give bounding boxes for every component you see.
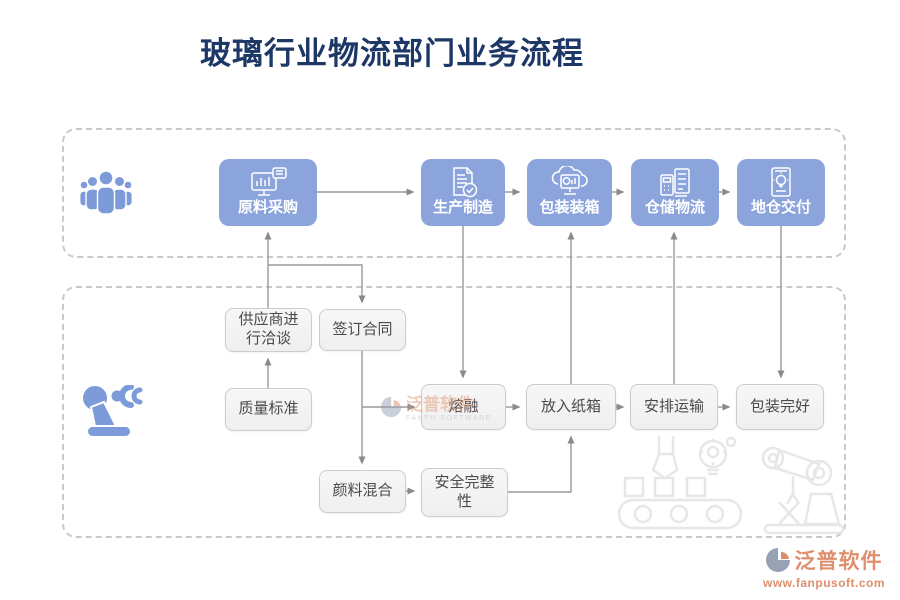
calculator-list-icon: [631, 166, 719, 200]
top-lane-container: [62, 128, 846, 258]
document-bulb-icon: [737, 166, 825, 200]
step-warehouse-logistics: 仓储物流: [631, 159, 719, 226]
team-group-icon: [79, 170, 133, 215]
step-packing: 包装装箱: [527, 159, 612, 226]
task-label: 供应商进行洽谈: [238, 311, 299, 347]
bottom-lane-container: [62, 286, 846, 538]
task-quality-standard: 质量标准: [225, 388, 312, 431]
robot-arm-icon: [83, 385, 143, 436]
task-label: 质量标准: [238, 400, 299, 418]
document-check-icon: [421, 166, 505, 200]
step-label: 生产制造: [432, 199, 493, 216]
cloud-board-icon: [527, 166, 612, 200]
task-put-in-carton: 放入纸箱: [526, 384, 616, 430]
fanpu-logo-icon: [765, 548, 790, 572]
footer-brand-logo: 泛普软件 www.fanpusoft.com: [763, 545, 885, 590]
task-supplier-negotiation: 供应商进行洽谈: [225, 308, 312, 352]
footer-brand-name: 泛普软件: [794, 550, 883, 573]
task-label: 放入纸箱: [540, 397, 601, 415]
task-label: 颜料混合: [332, 482, 393, 500]
step-warehouse-delivery: 地仓交付: [737, 159, 825, 226]
step-label: 原料采购: [237, 199, 298, 216]
task-arrange-transport: 安排运输: [630, 384, 718, 430]
task-packaging-intact: 包装完好: [736, 384, 824, 430]
task-melting: 熔融: [421, 384, 506, 430]
task-sign-contract: 签订合同: [319, 309, 406, 351]
factory-line-decoration: [617, 436, 845, 534]
task-label: 包装完好: [749, 397, 810, 415]
monitor-chart-icon: [219, 166, 317, 200]
task-label: 熔融: [448, 397, 479, 415]
task-label: 安全完整性: [434, 473, 495, 510]
step-label: 包装装箱: [539, 199, 600, 216]
task-label: 签订合同: [332, 320, 393, 338]
task-pigment-mixing: 颜料混合: [319, 470, 406, 513]
step-production: 生产制造: [421, 159, 505, 226]
task-label: 安排运输: [643, 397, 704, 415]
task-safety-integrity: 安全完整性: [421, 468, 508, 517]
step-label: 仓储物流: [644, 199, 705, 216]
footer-website: www.fanpusoft.com: [763, 576, 886, 590]
step-label: 地仓交付: [750, 199, 811, 216]
page-title: 玻璃行业物流部门业务流程: [200, 36, 584, 71]
step-raw-material-procurement: 原料采购: [219, 159, 317, 226]
